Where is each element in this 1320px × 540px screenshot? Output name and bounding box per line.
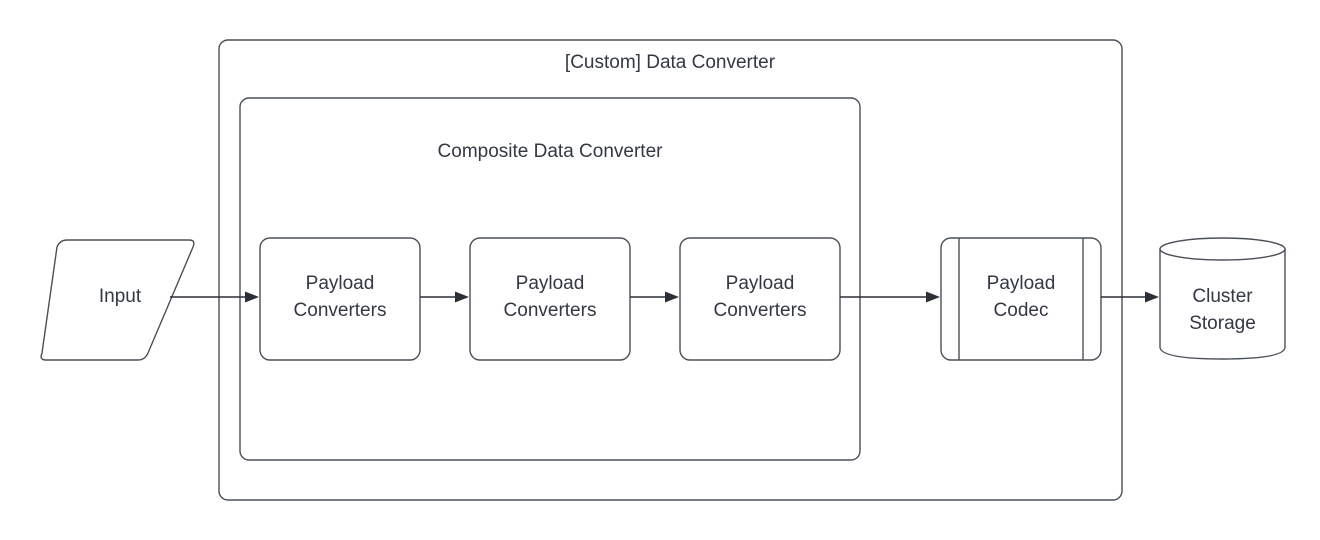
- connector-converter-3-to-payload-codec: [840, 291, 940, 303]
- arrowhead-icon: [245, 291, 259, 303]
- payload-converters-2-shape: [469, 237, 631, 361]
- payload-converters-box-2[interactable]: Payload Converters: [469, 237, 631, 361]
- cluster-storage-top-ellipse: [1159, 237, 1286, 261]
- payload-converters-1-label-line1: Payload: [306, 273, 375, 294]
- input-node[interactable]: Input: [40, 239, 195, 361]
- connector-payload-codec-to-cluster-storage: [1101, 291, 1159, 303]
- connector-converter-2-to-converter-3: [630, 291, 679, 303]
- payload-codec-shape: [940, 237, 1102, 361]
- cluster-storage-node[interactable]: Cluster Storage: [1159, 237, 1286, 360]
- payload-codec-label-line1: Payload: [987, 273, 1056, 294]
- payload-converters-2-label-line1: Payload: [516, 273, 585, 294]
- payload-converters-1-shape: [259, 237, 421, 361]
- payload-converters-3-label-line2: Converters: [714, 300, 807, 321]
- cluster-storage-label-line1: Cluster: [1192, 286, 1253, 307]
- payload-converters-2-label-line2: Converters: [504, 300, 597, 321]
- arrowhead-icon: [926, 291, 940, 303]
- composite-data-converter-title: Composite Data Converter: [438, 141, 664, 162]
- input-shape: [40, 239, 195, 361]
- arrowhead-icon: [1145, 291, 1159, 303]
- payload-converters-1-label-line2: Converters: [294, 300, 387, 321]
- payload-codec-label-line2: Codec: [994, 300, 1049, 321]
- input-label: Input: [99, 286, 142, 307]
- payload-converters-3-label-line1: Payload: [726, 273, 795, 294]
- arrowhead-icon: [665, 291, 679, 303]
- payload-converters-box-3[interactable]: Payload Converters: [679, 237, 841, 361]
- payload-converters-box-1[interactable]: Payload Converters: [259, 237, 421, 361]
- payload-codec-node[interactable]: Payload Codec: [940, 237, 1102, 361]
- payload-converters-3-shape: [679, 237, 841, 361]
- custom-data-converter-title: [Custom] Data Converter: [565, 52, 776, 73]
- cluster-storage-label-line2: Storage: [1189, 313, 1256, 334]
- arrowhead-icon: [455, 291, 469, 303]
- connector-input-to-converter-1: [170, 291, 259, 303]
- cluster-storage-body: [1159, 248, 1286, 360]
- connector-converter-1-to-converter-2: [420, 291, 469, 303]
